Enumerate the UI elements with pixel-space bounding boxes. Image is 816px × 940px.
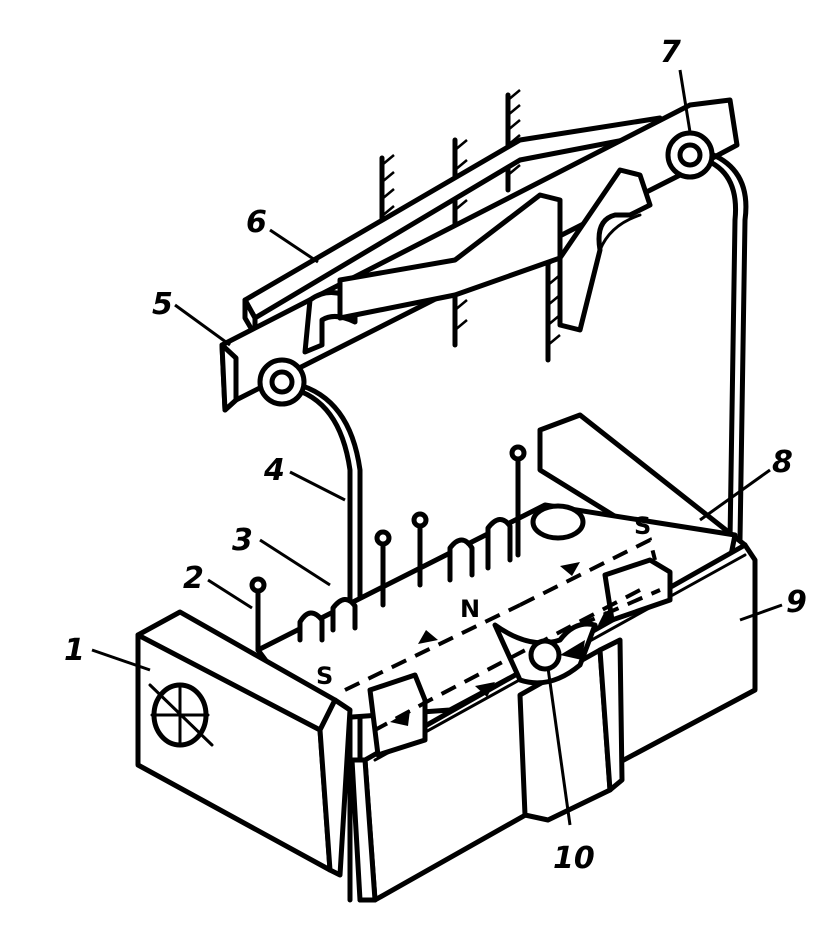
label-1: 1 (64, 633, 85, 668)
label-4: 4 (263, 453, 285, 488)
label-5: 5 (152, 287, 173, 322)
flux-path (344, 537, 661, 732)
pole-s-left: S (316, 662, 333, 690)
label-9: 9 (786, 585, 807, 620)
label-7: 7 (660, 35, 681, 70)
label-6: 6 (246, 205, 267, 240)
eyelets (257, 130, 715, 407)
flux-arrow-5 (390, 710, 410, 726)
mounting-hole-symbol (148, 682, 214, 748)
label-10: 10 (553, 841, 595, 876)
flux-arrow-2 (560, 562, 580, 576)
label-2: 2 (183, 561, 204, 596)
flux-arrow-1 (418, 630, 438, 644)
pole-n-center: N (460, 595, 480, 623)
flux-arrow-3 (475, 682, 495, 697)
label-8: 8 (772, 445, 793, 480)
lever-plate (219, 97, 740, 413)
main-base (349, 542, 758, 903)
pole-s-right: S (634, 512, 651, 540)
leader-lines (91, 69, 783, 826)
flux-arrow-4 (598, 611, 615, 625)
coil-pins (249, 444, 527, 653)
left-end-block (135, 609, 353, 878)
label-3: 3 (232, 523, 253, 558)
